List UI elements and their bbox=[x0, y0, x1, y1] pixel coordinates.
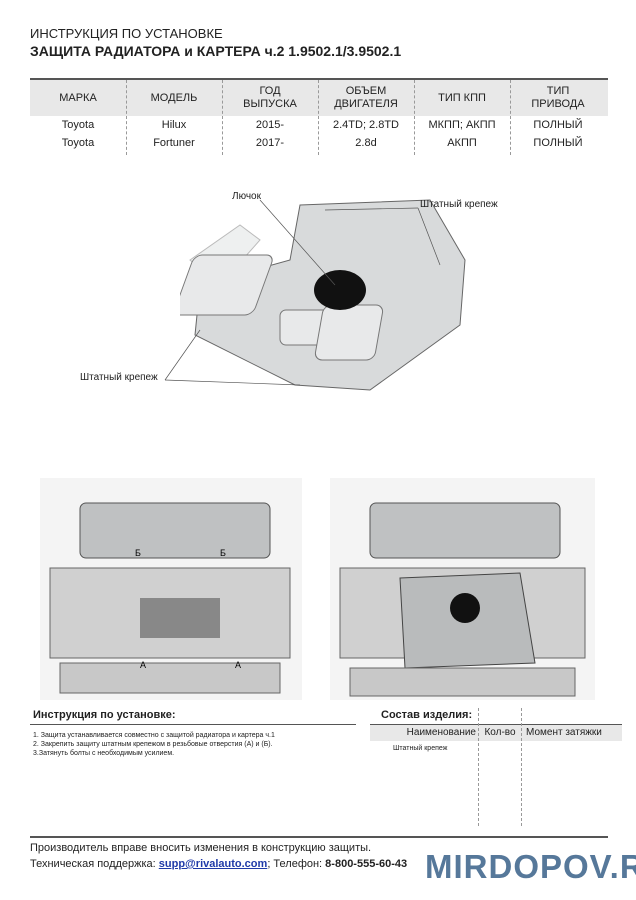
footer: Производитель вправе вносить изменения в… bbox=[30, 840, 407, 872]
kit-title: Состав изделия: bbox=[381, 709, 473, 721]
column-header: ТИП КПП bbox=[438, 92, 486, 104]
phone: 8-800-555-60-43 bbox=[325, 858, 408, 870]
table-cell: Toyota bbox=[61, 119, 95, 131]
fastener-label: Штатный крепеж bbox=[420, 199, 498, 210]
table-cell: Toyota bbox=[61, 137, 95, 149]
kit-item: Штатный крепеж bbox=[393, 745, 448, 752]
table-cell: 2.4TD; 2.8TD bbox=[332, 119, 400, 131]
skid-plate-drawing bbox=[180, 199, 466, 391]
disclaimer: Производитель вправе вносить изменения в… bbox=[30, 842, 372, 854]
table-cell: ПОЛНЫЙ bbox=[533, 119, 583, 131]
frame-after-drawing bbox=[330, 478, 595, 700]
divider bbox=[30, 78, 608, 80]
table-cell: ПОЛНЫЙ bbox=[533, 137, 583, 149]
table-cell: Hilux bbox=[161, 119, 187, 131]
fastener-label: Штатный крепеж bbox=[80, 372, 158, 383]
table-cell: МКПП; АКПП bbox=[428, 119, 496, 131]
table-cell: Fortuner bbox=[153, 137, 195, 149]
step: 3.Затянуть болты с необходимым усилием. bbox=[33, 750, 175, 757]
column-header: МАРКА bbox=[59, 92, 97, 104]
support-label: Техническая поддержка: bbox=[30, 858, 159, 870]
column-header: МОДЕЛЬ bbox=[150, 92, 198, 104]
mark-b: Б bbox=[220, 548, 226, 558]
hatch-label: Лючок bbox=[232, 191, 261, 202]
mark-b: Б bbox=[135, 548, 141, 558]
divider bbox=[30, 724, 356, 725]
instructions-steps: 1. Защита устанавливается совместно с за… bbox=[33, 731, 275, 758]
frame-before-drawing: Б Б А А bbox=[40, 478, 302, 700]
divider bbox=[30, 836, 608, 838]
mark-a: А bbox=[140, 660, 146, 670]
phone-label: ; Телефон: bbox=[267, 858, 326, 870]
divider bbox=[370, 724, 622, 725]
table-cell: 2.8d bbox=[355, 137, 377, 149]
step: 1. Защита устанавливается совместно с за… bbox=[33, 732, 275, 739]
doc-subtitle: ИНСТРУКЦИЯ ПО УСТАНОВКЕ bbox=[30, 26, 223, 41]
kit-col-name: Наименование bbox=[406, 727, 476, 738]
mark-a: А bbox=[235, 660, 241, 670]
kit-col-torque: Момент затяжки bbox=[526, 727, 602, 738]
step: 2. Закрепить защиту штатным крепежом в р… bbox=[33, 741, 273, 748]
table-cell: АКПП bbox=[447, 137, 477, 149]
table-cell: 2017- bbox=[255, 137, 285, 149]
watermark: MIRDOPOV.RU bbox=[425, 848, 636, 885]
leader-lines bbox=[164, 199, 441, 386]
doc-title: ЗАЩИТА РАДИАТОРА и КАРТЕРА ч.2 1.9502.1/… bbox=[30, 43, 402, 59]
table-cell: 2015- bbox=[255, 119, 285, 131]
support-email-link[interactable]: supp@rivalauto.com bbox=[158, 858, 268, 870]
kit-col-qty: Кол-во bbox=[484, 727, 516, 738]
kit-header bbox=[370, 725, 622, 741]
instructions-title: Инструкция по установке: bbox=[33, 709, 176, 721]
